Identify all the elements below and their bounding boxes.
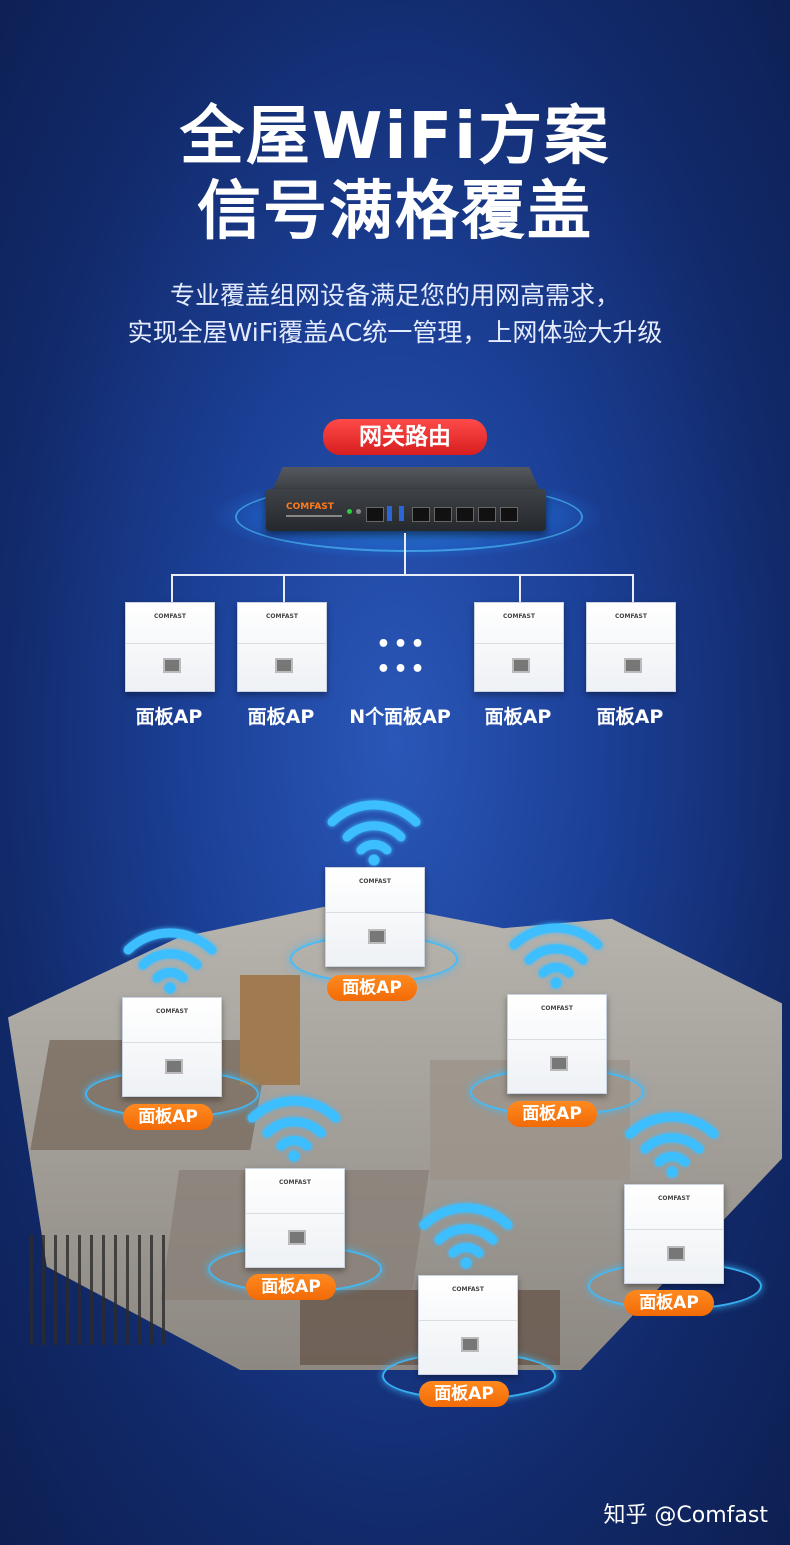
ethernet-port-icon xyxy=(275,657,293,673)
tree-branch xyxy=(632,574,634,602)
node-label: N个面板AP xyxy=(349,706,451,728)
panel-brand: COMFAST xyxy=(359,878,391,885)
node-label: 面板AP xyxy=(247,706,315,728)
title-line-1: 全屋WiFi方案 xyxy=(179,100,611,174)
panel-ap-device: COMFAST xyxy=(237,602,327,692)
port-icon xyxy=(456,507,474,522)
router-brand: COMFAST xyxy=(286,502,334,512)
panel-brand: COMFAST xyxy=(658,1195,690,1202)
panel-divider xyxy=(246,1213,344,1215)
power-led xyxy=(347,509,352,514)
ethernet-port-icon xyxy=(288,1229,306,1245)
ap-label-pill: 面板AP xyxy=(419,1381,509,1407)
node-label: 面板AP xyxy=(596,706,664,728)
panel-ap-device: COMFAST xyxy=(125,602,215,692)
wifi-icon xyxy=(327,800,421,866)
panel-brand: COMFAST xyxy=(615,613,647,620)
panel-divider xyxy=(587,642,675,644)
port-icon xyxy=(412,507,430,522)
wifi-icon xyxy=(509,923,603,989)
panel-divider xyxy=(238,642,326,644)
router-subtext xyxy=(286,515,342,517)
wifi-icon xyxy=(123,928,217,994)
panel-divider xyxy=(625,1229,723,1231)
panel-brand: COMFAST xyxy=(156,1008,188,1015)
usb-port-icon xyxy=(399,506,404,521)
ap-label-pill: 面板AP xyxy=(507,1101,597,1127)
ethernet-port-icon xyxy=(512,657,530,673)
panel-brand: COMFAST xyxy=(154,613,186,620)
panel-divider xyxy=(508,1039,606,1041)
ethernet-port-icon xyxy=(163,657,181,673)
ellipsis-dots: ••• ••• xyxy=(376,632,428,682)
ethernet-port-icon xyxy=(165,1058,183,1074)
wifi-icon xyxy=(419,1203,513,1269)
router-device: COMFAST xyxy=(266,489,546,531)
ap-label-pill: 面板AP xyxy=(123,1104,213,1130)
tree-branch xyxy=(283,574,285,602)
port-icon xyxy=(478,507,496,522)
panel-brand: COMFAST xyxy=(541,1005,573,1012)
panel-brand: COMFAST xyxy=(279,1179,311,1186)
port-icon xyxy=(366,507,384,522)
title-line-2: 信号满格覆盖 xyxy=(197,175,593,249)
ethernet-port-icon xyxy=(667,1245,685,1261)
node-label: 面板AP xyxy=(135,706,203,728)
ap-label-pill: 面板AP xyxy=(624,1290,714,1316)
ethernet-port-icon xyxy=(550,1055,568,1071)
panel-ap-device: COMFAST xyxy=(325,867,425,967)
panel-ap-device: COMFAST xyxy=(245,1168,345,1268)
router-top xyxy=(272,467,540,491)
panel-ap-device: COMFAST xyxy=(474,602,564,692)
panel-divider xyxy=(419,1320,517,1322)
port-icon xyxy=(500,507,518,522)
ap-label-pill: 面板AP xyxy=(327,975,417,1001)
ethernet-port-icon xyxy=(461,1336,479,1352)
panel-brand: COMFAST xyxy=(452,1286,484,1293)
port-icon xyxy=(434,507,452,522)
subtitle-line-1: 专业覆盖组网设备满足您的用网高需求， xyxy=(169,281,620,310)
wardrobe xyxy=(240,975,300,1085)
panel-ap-device: COMFAST xyxy=(418,1275,518,1375)
panel-divider xyxy=(475,642,563,644)
usb-port-icon xyxy=(387,506,392,521)
panel-divider xyxy=(326,912,424,914)
panel-ap-device: COMFAST xyxy=(586,602,676,692)
subtitle-line-2: 实现全屋WiFi覆盖AC统一管理，上网体验大升级 xyxy=(127,318,663,347)
tree-branch xyxy=(171,574,173,602)
panel-ap-device: COMFAST xyxy=(122,997,222,1097)
tree-bar xyxy=(171,574,633,576)
balcony-railing xyxy=(30,1235,170,1345)
node-label: 面板AP xyxy=(484,706,552,728)
tree-branch xyxy=(519,574,521,602)
gateway-label: 网关路由 xyxy=(323,419,487,455)
panel-brand: COMFAST xyxy=(503,613,535,620)
tree-trunk xyxy=(404,533,406,575)
panel-ap-device: COMFAST xyxy=(507,994,607,1094)
ap-label-pill: 面板AP xyxy=(246,1274,336,1300)
wifi-icon xyxy=(247,1096,341,1162)
panel-brand: COMFAST xyxy=(266,613,298,620)
wifi-icon xyxy=(625,1112,719,1178)
ethernet-port-icon xyxy=(368,928,386,944)
watermark: 知乎 @Comfast xyxy=(603,1503,768,1528)
panel-ap-device: COMFAST xyxy=(624,1184,724,1284)
ethernet-port-icon xyxy=(624,657,642,673)
reset-button xyxy=(356,509,361,514)
panel-divider xyxy=(123,1042,221,1044)
panel-divider xyxy=(126,642,214,644)
